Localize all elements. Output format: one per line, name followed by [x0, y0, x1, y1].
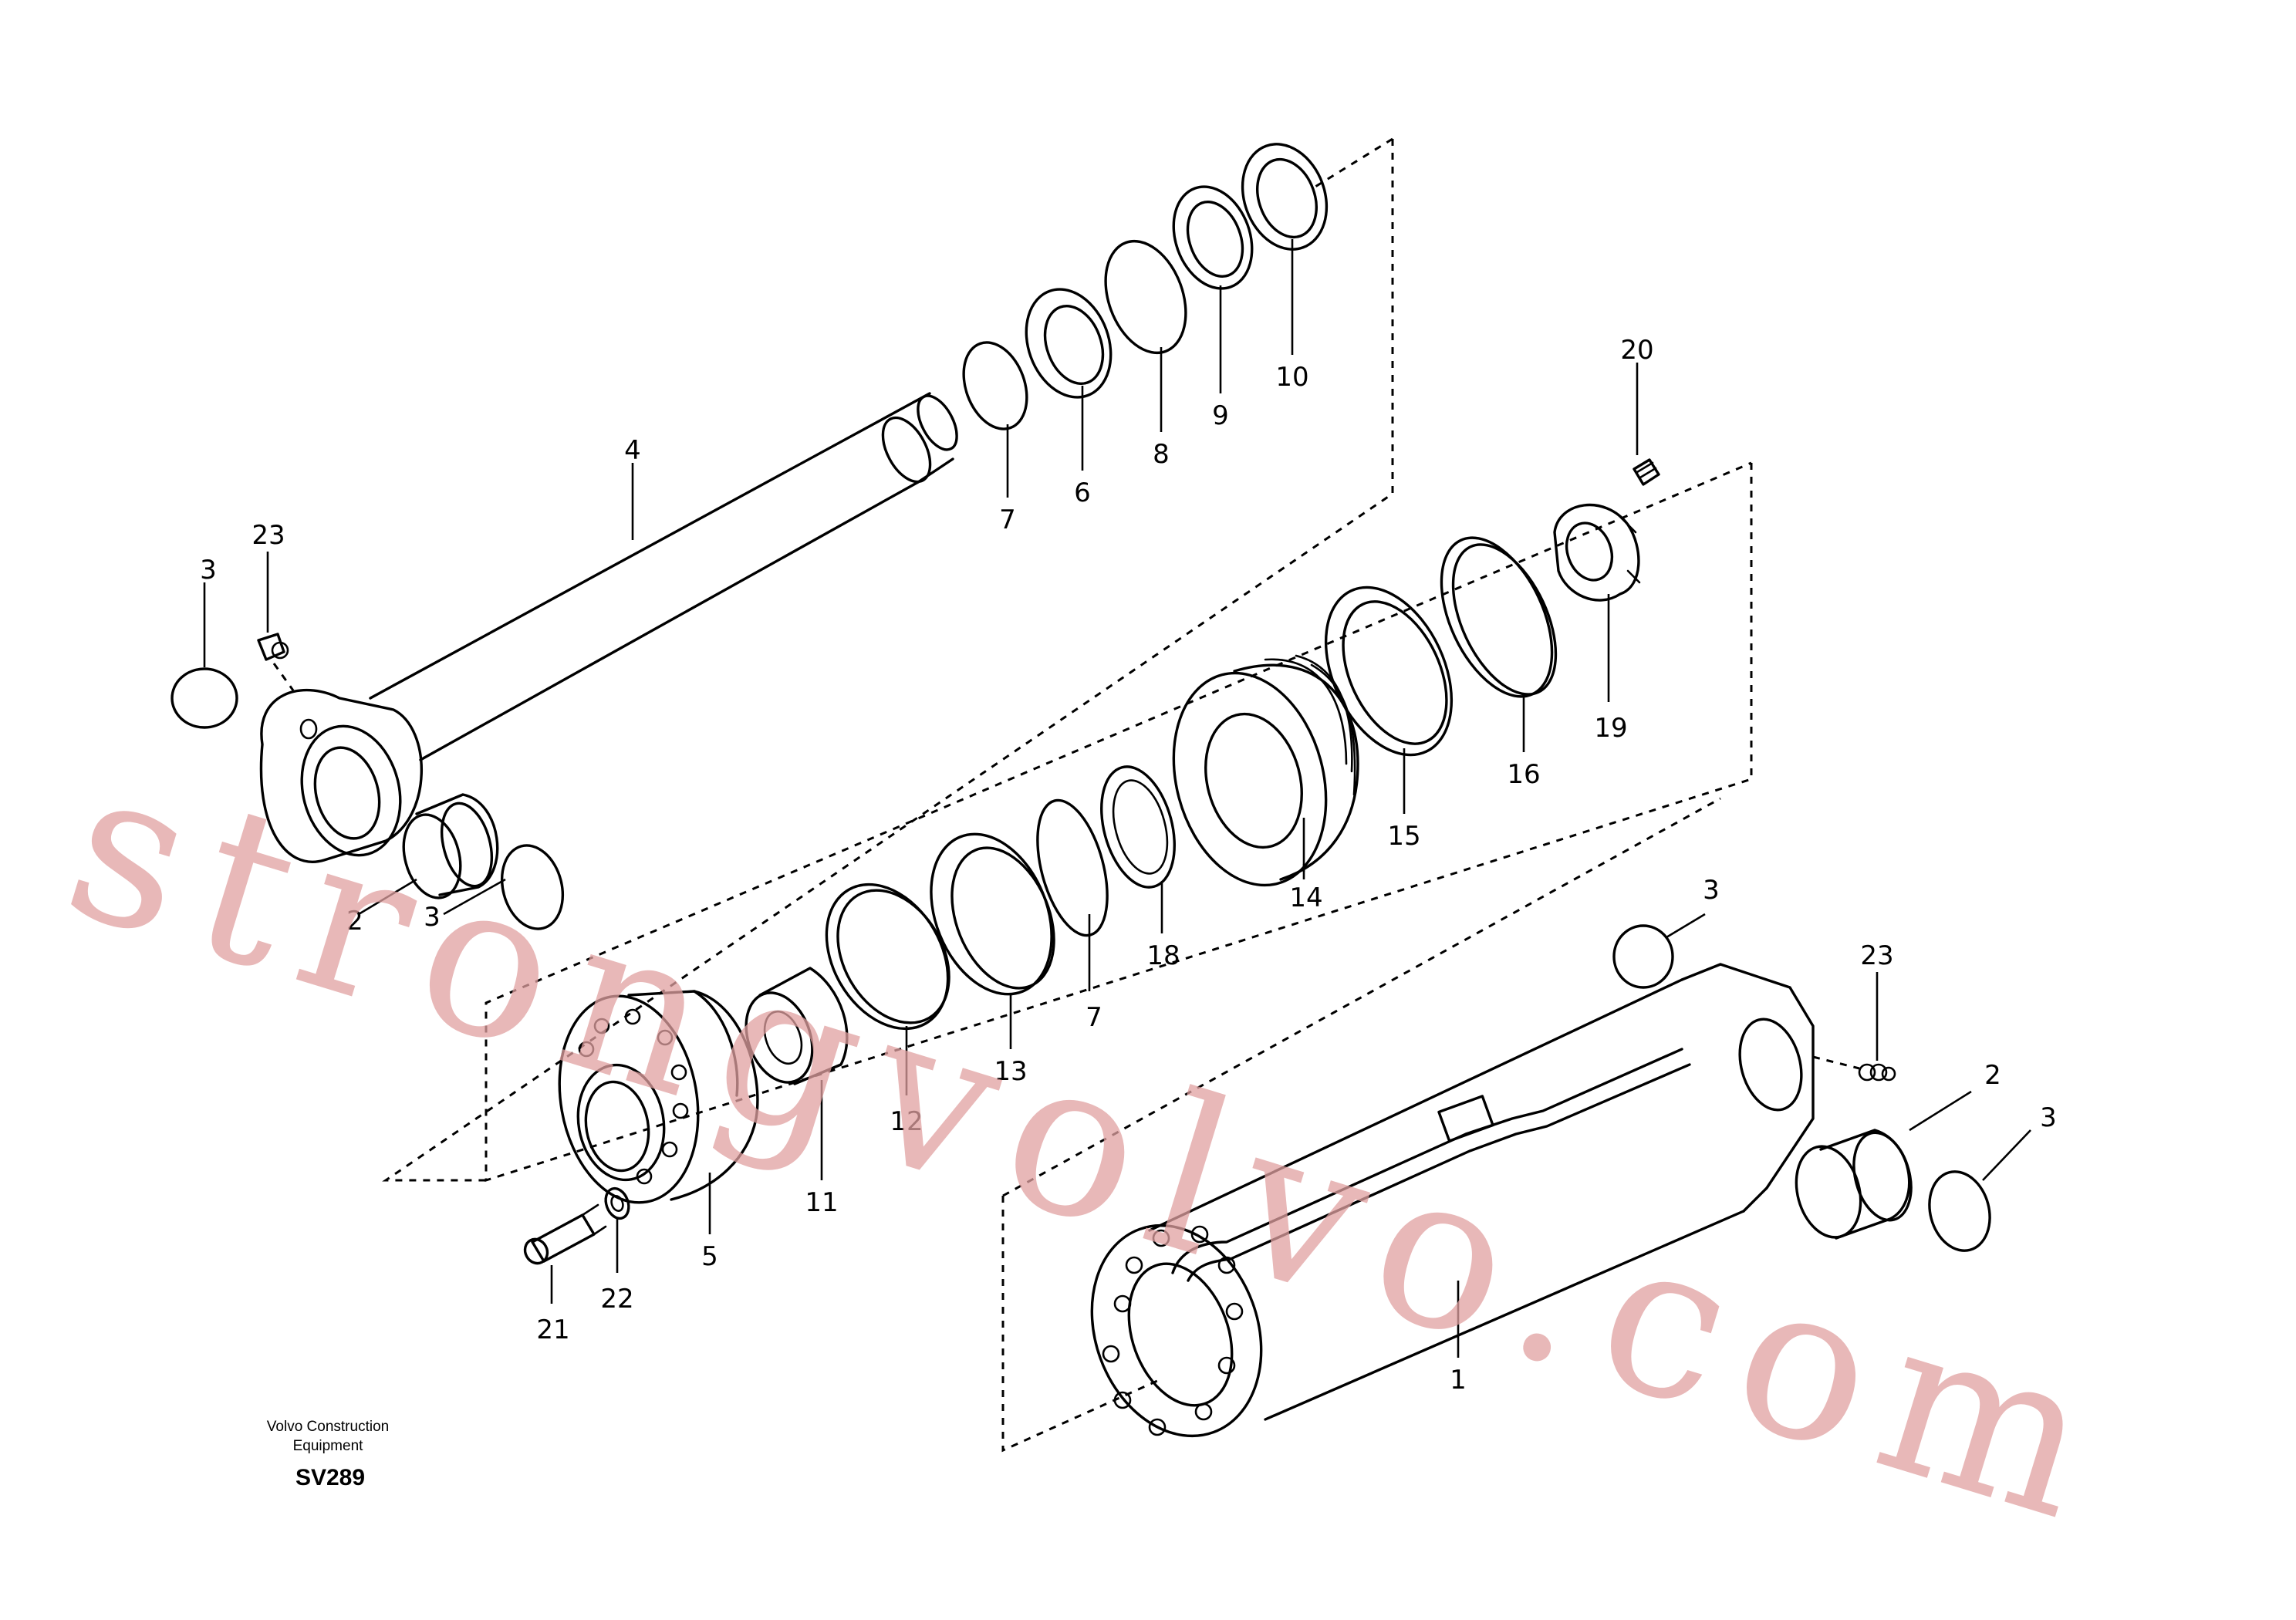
cushion-sleeve [745, 967, 849, 1085]
grease-nipple-rod [257, 633, 295, 691]
piston-rod [259, 392, 958, 863]
bushing-rod-side [402, 793, 499, 899]
callout-15: 15 [1387, 821, 1420, 852]
set-screw [1633, 458, 1660, 486]
piston [1172, 654, 1359, 887]
callout-1: 1 [1450, 1365, 1467, 1396]
seal-6 [1025, 288, 1113, 399]
callout-19: 19 [1594, 713, 1627, 744]
callout-3: 3 [1703, 875, 1720, 906]
callout-16: 16 [1507, 759, 1540, 790]
callout-21: 21 [536, 1315, 569, 1345]
callout-9: 9 [1212, 400, 1229, 431]
brand-line-2: Equipment [293, 1438, 364, 1454]
callout-3: 3 [424, 902, 441, 933]
callout-numbers: 4 3 23 2 3 7 6 8 9 10 20 19 16 15 14 18 … [200, 335, 2057, 1396]
bushing-tube-side [1795, 1129, 1913, 1240]
piston-nut [1553, 503, 1641, 602]
snap-ring-tube-top [1612, 924, 1674, 989]
backup-ring-18 [1100, 765, 1176, 889]
piston-group-boundary [485, 461, 1753, 1183]
piston-rod-seal-group-boundary [382, 137, 1394, 1182]
cylinder-tube [1090, 963, 1815, 1438]
callout-2: 2 [1984, 1060, 2001, 1091]
snap-ring-rod-top [171, 667, 238, 729]
callout-7: 7 [1086, 1002, 1102, 1033]
callout-14: 14 [1289, 883, 1322, 913]
backup-ring-8 [1104, 239, 1187, 355]
cylinder-tube-group-boundary [1001, 797, 1721, 1453]
callout-22: 22 [600, 1284, 633, 1315]
grease-nipple-tube [1812, 1055, 1896, 1082]
callout-23: 23 [252, 520, 285, 551]
rod-cover-gland [558, 990, 759, 1204]
callout-3: 3 [2040, 1102, 2057, 1133]
callout-3: 3 [200, 555, 217, 586]
callout-4: 4 [624, 435, 641, 466]
o-ring-12 [825, 883, 950, 1031]
callout-2: 2 [346, 906, 363, 937]
callout-11: 11 [805, 1187, 838, 1218]
ring-13 [930, 832, 1055, 996]
seal-9 [1172, 185, 1254, 290]
callout-13: 13 [994, 1056, 1027, 1087]
slide-ring-15 [1324, 586, 1454, 757]
o-ring-7-piston [1036, 798, 1109, 937]
seal-ring-16 [1440, 536, 1558, 698]
drawing-caption: Volvo Construction Equipment SV289 [267, 1419, 389, 1490]
callout-23: 23 [1860, 940, 1893, 971]
snap-ring-tube-bottom [1928, 1170, 1991, 1252]
o-ring-7-top [962, 341, 1028, 430]
washer [604, 1186, 630, 1220]
callout-20: 20 [1620, 335, 1653, 366]
wiper-ring-10 [1241, 143, 1329, 251]
callout-18: 18 [1146, 940, 1180, 971]
callout-6: 6 [1074, 478, 1091, 508]
socket-bolt [523, 1203, 607, 1265]
callout-10: 10 [1275, 362, 1308, 393]
callout-12: 12 [890, 1106, 923, 1137]
leader-lines [203, 239, 2031, 1358]
callout-8: 8 [1153, 439, 1170, 470]
callout-7: 7 [999, 505, 1016, 535]
callout-5: 5 [701, 1241, 718, 1272]
brand-line-1: Volvo Construction [267, 1419, 389, 1435]
snap-ring-rod-bottom [500, 844, 565, 930]
drawing-code: SV289 [295, 1465, 365, 1490]
